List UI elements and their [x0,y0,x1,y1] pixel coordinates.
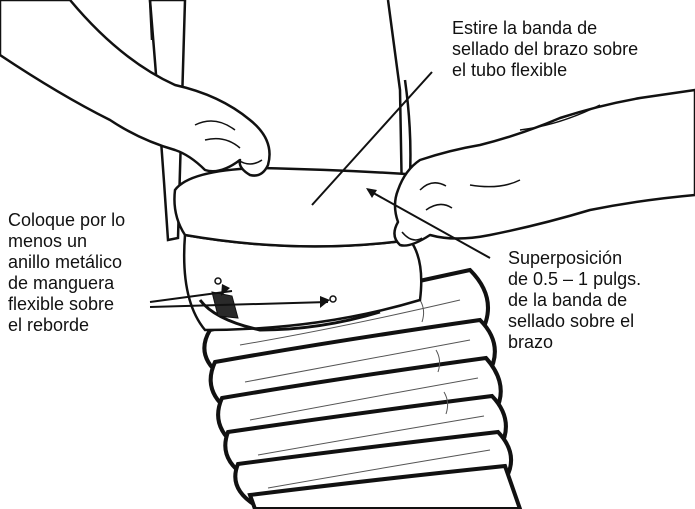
callout-metal-ring: Coloque por lo menos un anillo metálico … [8,210,178,336]
left-hand [0,0,270,176]
callout-overlap: Superposición de 0.5 – 1 pulgs. de la ba… [508,248,688,353]
right-hand [394,90,695,246]
callout-stretch-band: Estire la banda de sellado del brazo sob… [452,18,692,81]
